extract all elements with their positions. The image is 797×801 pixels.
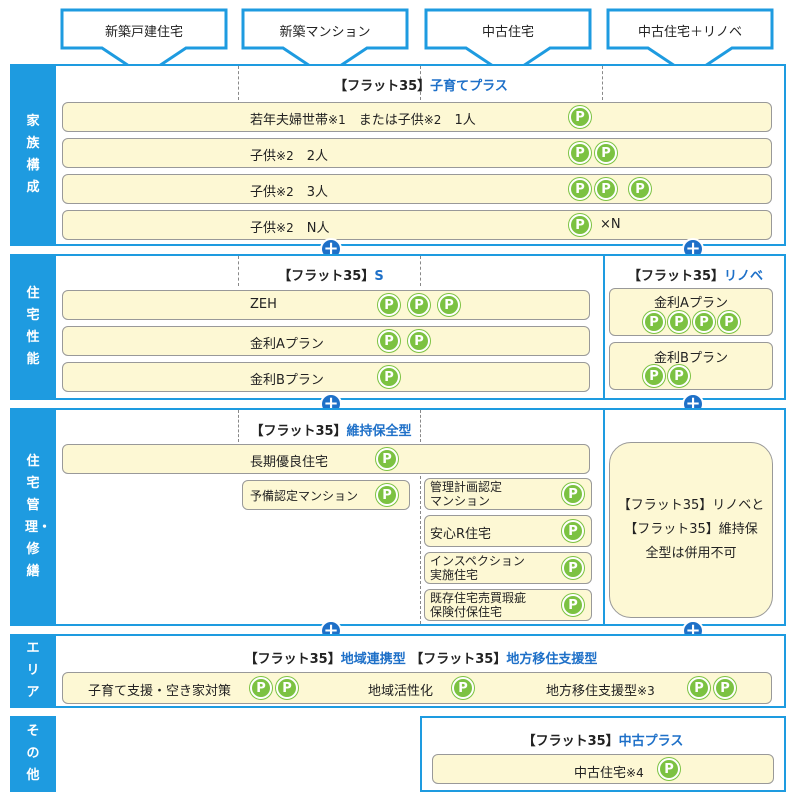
renov-row-a [609, 288, 773, 336]
tab-arrow-3 [424, 8, 592, 78]
performance-header: 【フラット35】S [278, 269, 384, 284]
perf-row-zeh-label: ZEH [250, 297, 277, 312]
point-icon: P [408, 330, 430, 352]
prelim-label: 予備認定マンション [250, 489, 359, 503]
other-header: 【フラット35】中古プラス [522, 734, 684, 749]
perf-row-a [62, 326, 590, 356]
maint-item-1-label: 管理計画認定マンション [430, 480, 503, 508]
divider [238, 256, 239, 286]
family-row-2-label: 子供※2 2人 [250, 149, 328, 164]
family-row-3 [62, 174, 772, 204]
point-icon: P [378, 330, 400, 352]
point-icon: P [595, 178, 617, 200]
divider [420, 476, 421, 624]
point-icon: P [276, 677, 298, 699]
renov-row-a-label: 金利Aプラン [654, 296, 728, 311]
category-other: その他 [10, 716, 56, 792]
perf-row-a-label: 金利Aプラン [250, 337, 324, 352]
family-row-4 [62, 210, 772, 240]
tab-used-renov: 中古住宅＋リノベ [637, 24, 742, 40]
point-icon: P [668, 365, 690, 387]
point-icon: P [569, 142, 591, 164]
renov-header: 【フラット35】リノベ [627, 269, 764, 284]
divider [420, 66, 421, 100]
point-icon: P [408, 294, 430, 316]
area-item-3-label: 地方移住支援型※3 [546, 684, 655, 699]
point-icon: P [569, 214, 591, 236]
other-item-label: 中古住宅※4 [574, 766, 644, 781]
point-icon: P [452, 677, 474, 699]
point-icon: P [562, 594, 584, 616]
point-icon: P [378, 294, 400, 316]
family-row-4-label: 子供※2 N人 [250, 221, 330, 236]
point-icon: P [643, 311, 665, 333]
divider [602, 66, 603, 100]
tab-arrow-1 [60, 8, 228, 78]
divider [603, 256, 605, 398]
area-item-2-label: 地域活性化 [368, 684, 434, 699]
point-icon: P [629, 178, 651, 200]
multiplier-label: ×N [600, 217, 621, 232]
point-icon: P [562, 557, 584, 579]
long-term-label: 長期優良住宅 [250, 455, 329, 470]
family-row-2 [62, 138, 772, 168]
maint-item-2-label: 安心R住宅 [430, 527, 492, 542]
category-maintenance: 住宅管理・修繕 [10, 408, 56, 626]
tab-arrows [60, 8, 774, 78]
point-icon: P [643, 365, 665, 387]
family-row-1 [62, 102, 772, 132]
point-icon: P [376, 448, 398, 470]
family-row-1-label: 若年夫婦世帯※1 または子供※2 1人 [250, 113, 476, 128]
category-area: エリア [10, 634, 56, 708]
point-icon: P [595, 142, 617, 164]
divider [238, 66, 239, 100]
tab-new-mansion: 新築マンション [279, 24, 371, 40]
tab-used-house: 中古住宅 [481, 24, 534, 40]
point-icon: P [562, 520, 584, 542]
point-icon: P [688, 677, 710, 699]
point-icon: P [693, 311, 715, 333]
point-icon: P [562, 483, 584, 505]
divider [603, 410, 605, 624]
perf-row-zeh [62, 290, 590, 320]
perf-row-b [62, 362, 590, 392]
area-item-1-label: 子育て支援・空き家対策 [88, 684, 232, 699]
point-icon: P [714, 677, 736, 699]
maintenance-header: 【フラット35】維持保全型 [250, 424, 412, 439]
area-row [62, 672, 772, 704]
point-icon: P [569, 178, 591, 200]
point-icon: P [376, 484, 398, 506]
combination-note: 【フラット35】リノベと 【フラット35】維持保 全型は併用不可 [609, 442, 773, 618]
family-header: 【フラット35】子育てプラス [334, 79, 508, 94]
renov-row-b-label: 金利Bプラン [654, 351, 728, 366]
category-family: 家族構成 [10, 64, 56, 246]
maint-item-4-label: 既存住宅売買瑕疵保険付保住宅 [430, 591, 527, 619]
divider [420, 256, 421, 286]
maint-item-3-label: インスペクション実施住宅 [430, 554, 525, 582]
point-icon: P [658, 758, 680, 780]
other-row [432, 754, 774, 784]
point-icon: P [718, 311, 740, 333]
divider [420, 410, 421, 442]
point-icon: P [668, 311, 690, 333]
point-icon: P [378, 366, 400, 388]
area-header: 【フラット35】地域連携型 【フラット35】地方移住支援型 [244, 652, 598, 667]
point-icon: P [250, 677, 272, 699]
tab-arrow-2 [241, 8, 409, 78]
divider [238, 410, 239, 442]
renov-row-b [609, 342, 773, 390]
point-icon: P [438, 294, 460, 316]
tab-new-house: 新築戸建住宅 [104, 24, 183, 40]
tab-arrow-4 [606, 8, 774, 78]
point-icon: P [569, 106, 591, 128]
category-performance: 住宅性能 [10, 254, 56, 400]
perf-row-b-label: 金利Bプラン [250, 373, 324, 388]
family-row-3-label: 子供※2 3人 [250, 185, 328, 200]
long-term-row [62, 444, 590, 474]
